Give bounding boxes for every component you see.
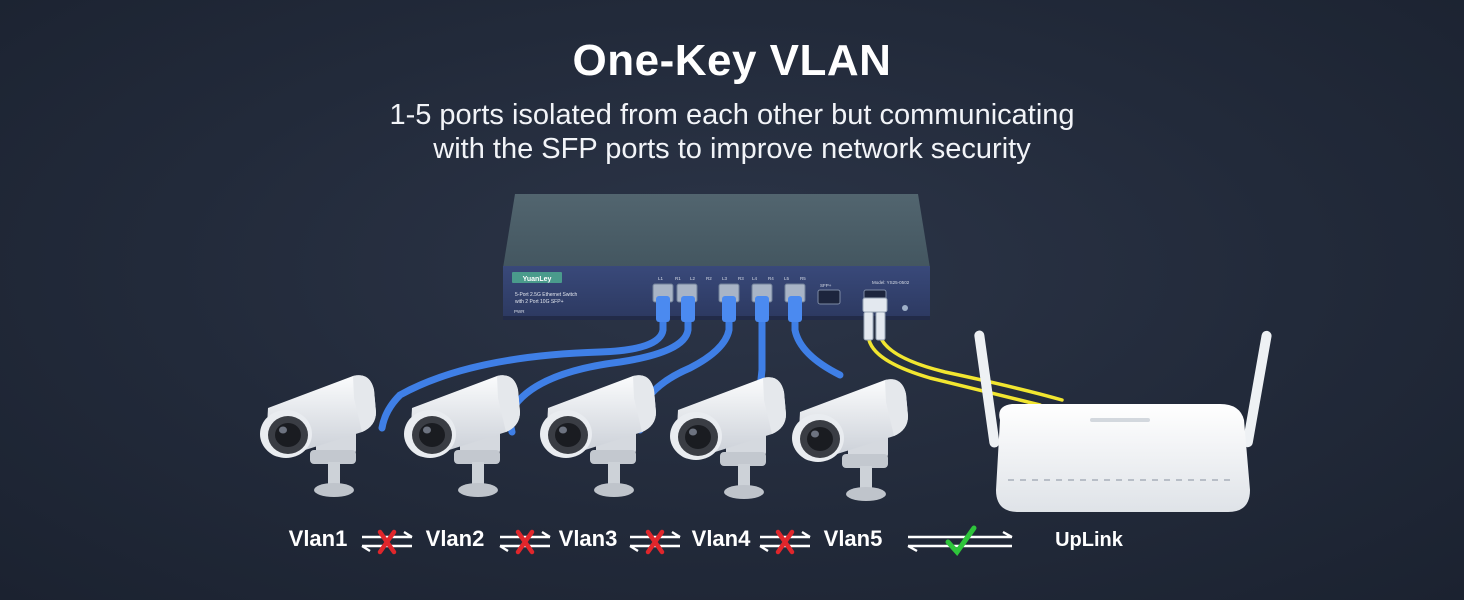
page-title: One-Key VLAN bbox=[572, 36, 892, 85]
camera-icon bbox=[540, 375, 656, 497]
port-label: L1 bbox=[658, 276, 664, 281]
ethernet-plugs bbox=[656, 296, 802, 322]
switch-desc-2: with 2 Port 10G SFP+ bbox=[515, 299, 564, 305]
camera-icon bbox=[404, 375, 520, 497]
port-label: R5 bbox=[800, 276, 806, 281]
vlan4-label: Vlan4 bbox=[691, 526, 751, 551]
blocked-icon bbox=[775, 529, 795, 555]
vlan5-label: Vlan5 bbox=[823, 526, 883, 551]
switch-model: Model: YS25-0502 bbox=[872, 280, 910, 285]
switch-sfp-label: SFP+ bbox=[820, 283, 832, 288]
port-label: R3 bbox=[738, 276, 744, 281]
arrows bbox=[361, 530, 1013, 553]
switch-pwr: PWR bbox=[514, 309, 525, 314]
allowed-icon bbox=[945, 525, 977, 556]
uplink-label: UpLink bbox=[1055, 529, 1123, 551]
vlan1-label: Vlan1 bbox=[288, 526, 348, 551]
switch-port-labels: L1 R1 L2 R2 L3 R3 L4 R4 L5 R5 bbox=[658, 276, 806, 281]
port-label: L3 bbox=[722, 276, 728, 281]
fiber-cables bbox=[867, 302, 1064, 407]
blocked-icon bbox=[377, 529, 397, 555]
camera-icon bbox=[670, 377, 786, 499]
switch-desc-1: 5-Port 2.5G Ethernet Switch bbox=[515, 292, 577, 298]
vlan2-label: Vlan2 bbox=[425, 526, 485, 551]
router-icon bbox=[974, 330, 1272, 512]
blocked-icon bbox=[645, 529, 665, 555]
port-label: R4 bbox=[768, 276, 774, 281]
page-subtitle: 1-5 ports isolated from each other but c… bbox=[0, 98, 1464, 166]
port-label: R1 bbox=[675, 276, 681, 281]
camera-icon bbox=[792, 379, 908, 501]
port-label: R2 bbox=[706, 276, 712, 281]
port-label: L4 bbox=[752, 276, 758, 281]
switch-brand: YuanLey bbox=[523, 276, 552, 283]
port-label: L2 bbox=[690, 276, 696, 281]
subtitle-line-1: 1-5 ports isolated from each other but c… bbox=[389, 99, 1075, 131]
blocked-icon bbox=[515, 529, 535, 555]
port-label: L5 bbox=[784, 276, 790, 281]
subtitle-line-2: with the SFP ports to improve network se… bbox=[433, 133, 1031, 165]
vlan3-label: Vlan3 bbox=[558, 526, 618, 551]
camera-icon bbox=[260, 375, 376, 497]
fiber-connector bbox=[862, 297, 888, 341]
brand-badge bbox=[512, 272, 562, 283]
